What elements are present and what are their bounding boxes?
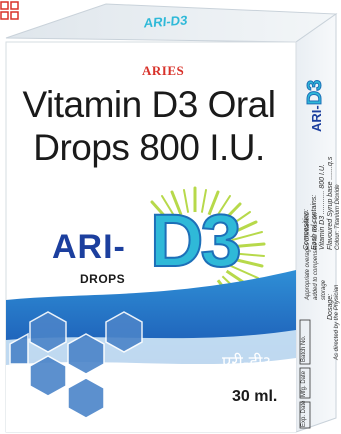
brand-name: ARIES bbox=[142, 63, 185, 78]
volume-label: 30 ml. bbox=[232, 388, 278, 405]
side-logo-suffix: D3 bbox=[304, 79, 327, 106]
composition-line: Flavoured Syrup base .......q.s bbox=[327, 156, 334, 250]
batch-box-label: Batch No. bbox=[301, 335, 307, 362]
aries-logo-icon bbox=[0, 1, 19, 20]
dosage-form: DROPS bbox=[80, 272, 126, 286]
storage-line: Appropriate overages of vitamins bbox=[305, 212, 311, 300]
exp-box-label: Exp. Date bbox=[301, 400, 307, 427]
hexagon-pattern bbox=[9, 311, 143, 419]
dosage-line: As directed by the Physician bbox=[334, 284, 340, 360]
side-logo: ARI-D3 bbox=[304, 79, 327, 132]
side-logo-prefix: ARI- bbox=[309, 105, 324, 132]
mfg-box-label: Mfg. Date bbox=[301, 370, 307, 397]
top-flap-brand: ARI-D3 bbox=[143, 12, 189, 31]
product-title-line1: Vitamin D3 Oral bbox=[22, 84, 276, 125]
hindi-name: एरी-डी३ bbox=[222, 353, 272, 373]
dosage-heading: Dosage: bbox=[327, 293, 334, 320]
composition-line: Vitamin D3 ............ 800 I.U. bbox=[319, 164, 326, 250]
composition-line: Colour: Titanium Dioxide bbox=[335, 184, 341, 250]
storage-line: added to compensate for loss on bbox=[313, 212, 319, 300]
logo-prefix: ARI- bbox=[52, 228, 126, 266]
product-title-line2: Drops 800 I.U. bbox=[33, 127, 265, 168]
side-batch-boxes bbox=[299, 319, 311, 429]
logo-suffix: D3 bbox=[149, 198, 243, 283]
